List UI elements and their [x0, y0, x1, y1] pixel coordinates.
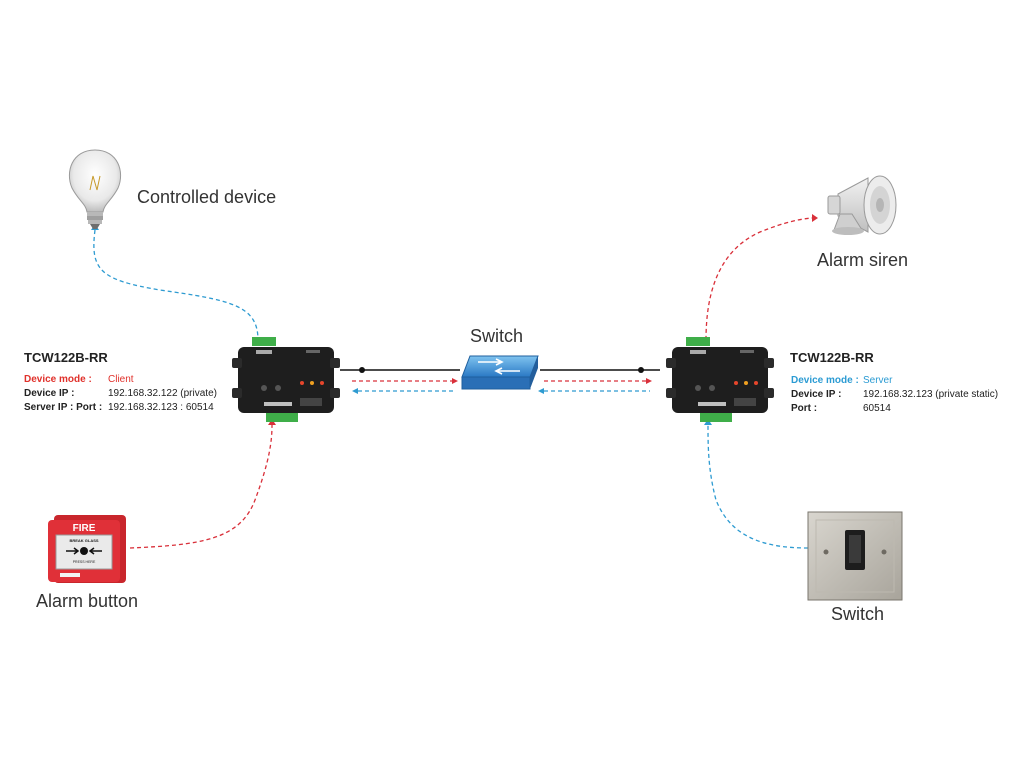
break-glass-label: BREAK GLASS	[69, 538, 98, 543]
controlled-device-label: Controlled device	[137, 187, 277, 207]
link-alarm-button-to-left-device	[129, 424, 273, 549]
left-mode-value: Client	[108, 374, 134, 385]
network-switch-icon	[461, 355, 539, 390]
right-mode-value: Server	[863, 375, 893, 386]
link-wall-switch-to-right-device	[707, 424, 809, 549]
right-device-title: TCW122B-RR	[790, 350, 874, 365]
right-tcw122b-device	[666, 337, 774, 422]
alarm-siren-icon	[827, 175, 897, 235]
wall-switch-label: Switch	[831, 604, 885, 624]
left-device-title: TCW122B-RR	[24, 350, 108, 365]
right-device-info: Device mode : Server Device IP : 192.168…	[791, 374, 998, 416]
fire-label: FIRE	[73, 523, 96, 534]
right-port-key: Port :	[791, 403, 818, 414]
left-device-info: Device mode : Client Device IP : 192.168…	[24, 373, 217, 415]
left-server-key: Server IP : Port :	[24, 402, 103, 413]
left-tcw122b-device	[232, 337, 340, 422]
left-server-value: 192.168.32.123 : 60514	[108, 402, 214, 413]
switch-network-label: Switch	[470, 326, 524, 346]
link-right-device-to-siren	[705, 217, 813, 341]
fire-alarm-button-icon: FIRE BREAK GLASS PRESS HERE	[48, 515, 126, 583]
right-ip-value: 192.168.32.123 (private static)	[863, 389, 999, 400]
left-ip-key: Device IP :	[24, 388, 75, 399]
wall-switch-icon	[807, 511, 903, 601]
left-ip-value: 192.168.32.122 (private)	[108, 388, 217, 399]
right-mode-key: Device mode :	[791, 375, 859, 386]
right-ip-key: Device IP :	[791, 389, 842, 400]
press-here-label: PRESS HERE	[73, 560, 96, 564]
left-mode-key: Device mode :	[24, 374, 92, 385]
light-bulb-icon	[68, 149, 122, 229]
alarm-siren-label: Alarm siren	[817, 250, 909, 270]
alarm-button-label: Alarm button	[36, 591, 139, 611]
link-bulb-to-left-device	[93, 229, 259, 341]
right-port-value: 60514	[863, 403, 891, 414]
